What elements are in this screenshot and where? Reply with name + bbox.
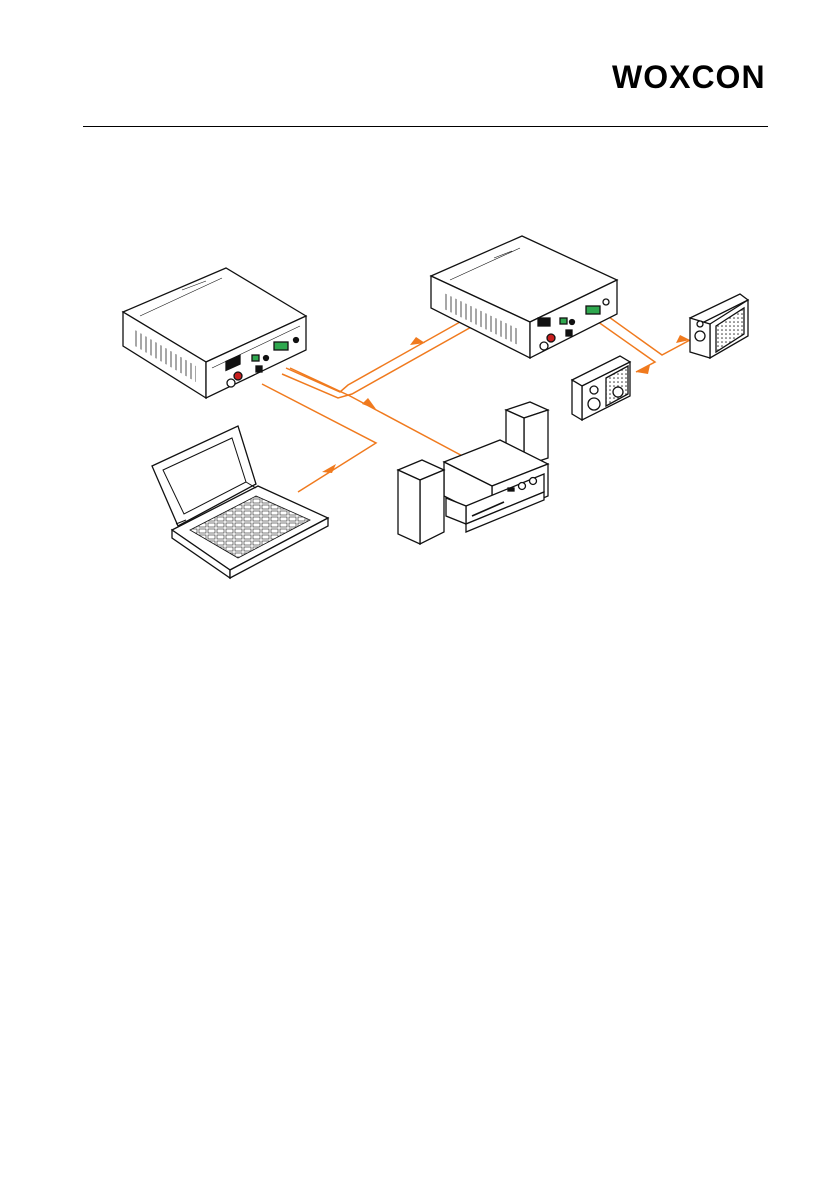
transmitter-jack bbox=[264, 356, 269, 361]
receiver-jack-2 bbox=[603, 299, 609, 305]
speaker-left-tweeter bbox=[590, 386, 598, 394]
page-header: WOXCON bbox=[0, 0, 840, 140]
transmitter-terminal bbox=[274, 342, 288, 350]
receiver-port bbox=[566, 330, 572, 336]
speaker-left-side bbox=[572, 380, 582, 420]
hifi-stereo-system bbox=[398, 402, 548, 544]
brand-logo-text: WOXCON bbox=[612, 59, 766, 94]
speaker-left bbox=[572, 356, 630, 420]
speaker-right bbox=[690, 294, 748, 358]
receiver-knob bbox=[540, 342, 548, 350]
transmitter-knob bbox=[227, 379, 235, 387]
stereo-speaker-front-side bbox=[398, 470, 420, 544]
transmitter-green-block bbox=[252, 355, 259, 361]
laptop bbox=[152, 426, 328, 578]
receiver-green-block bbox=[560, 318, 567, 324]
arrow-to-stereo bbox=[362, 398, 376, 409]
receiver-terminal bbox=[586, 306, 600, 314]
receiver-jack bbox=[570, 320, 575, 325]
arrow-to-speaker-left bbox=[636, 365, 650, 374]
transmitter-port bbox=[256, 366, 262, 372]
transmitter-jack-2 bbox=[294, 338, 299, 343]
transmitter-unit bbox=[123, 268, 306, 398]
receiver-display bbox=[538, 318, 550, 326]
stereo-knob bbox=[519, 483, 526, 490]
header-divider bbox=[83, 126, 768, 127]
stereo-speaker-front-front bbox=[420, 470, 444, 544]
speaker-right-woofer bbox=[695, 331, 705, 341]
receiver-red-jack bbox=[547, 334, 555, 342]
arrow-to-laptop bbox=[322, 464, 336, 473]
transmitter-red-jack bbox=[234, 372, 242, 380]
speaker-left-woofer-2 bbox=[613, 387, 623, 397]
woxcon-logo: WOXCON bbox=[612, 58, 768, 94]
speaker-left-woofer bbox=[588, 398, 600, 410]
connection-diagram bbox=[0, 140, 840, 600]
stereo-knob-2 bbox=[530, 478, 537, 485]
speaker-right-tweeter bbox=[697, 321, 703, 327]
receiver-unit bbox=[431, 236, 617, 358]
